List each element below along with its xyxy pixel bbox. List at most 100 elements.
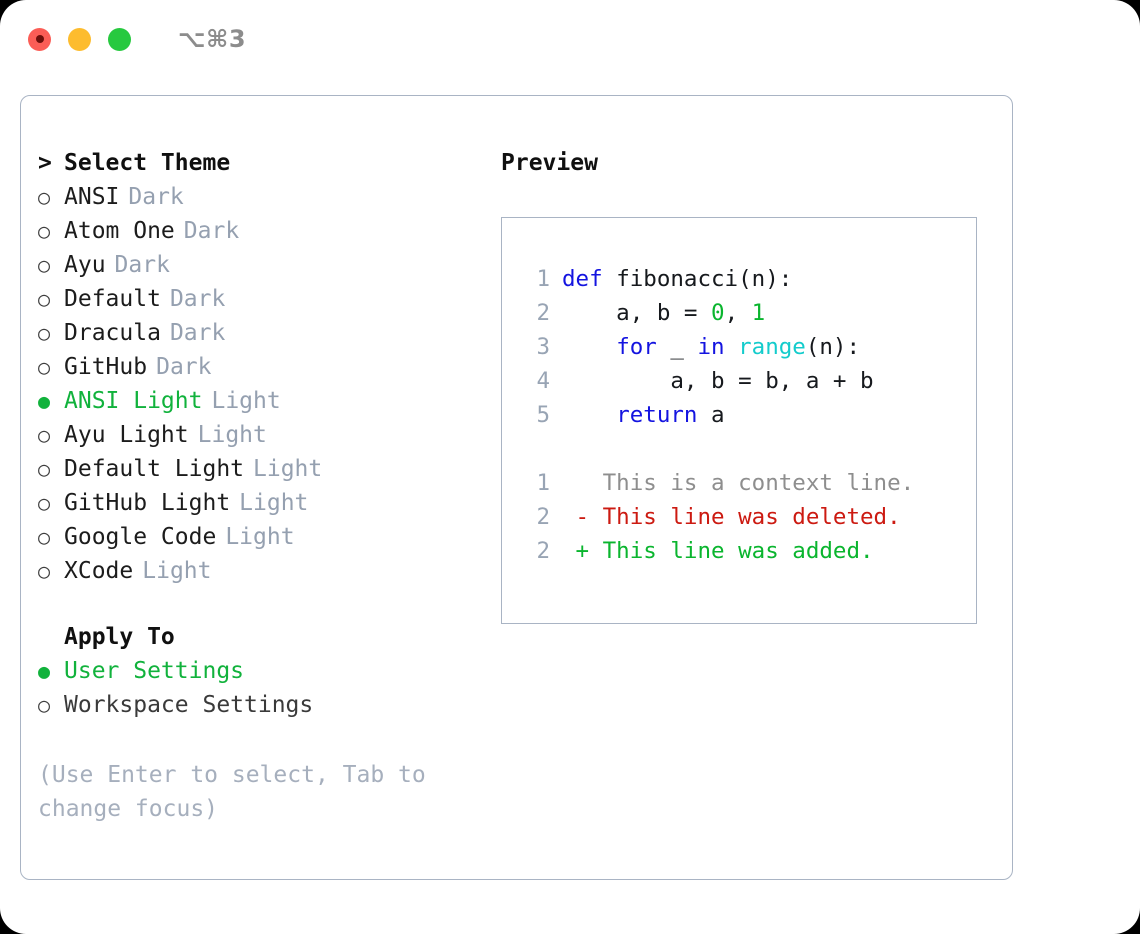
code-token-plain: a, b =	[562, 300, 712, 326]
diff-line: 2 - This line was deleted.	[522, 500, 970, 534]
theme-list-item[interactable]: ○ GitHub Light Light	[38, 486, 478, 520]
apply-to-list-item[interactable]: ● User Settings	[38, 654, 478, 688]
theme-name-label: GitHub	[64, 354, 148, 380]
theme-list-item[interactable]: ○ GitHub Dark	[38, 350, 478, 384]
code-token-plain: fibonacci(n):	[616, 266, 793, 292]
theme-name-label: Default Light	[64, 456, 245, 482]
theme-variant-label: Light	[253, 456, 323, 482]
radio-unselected-icon: ○	[38, 423, 51, 447]
maximize-window-button[interactable]	[108, 27, 131, 51]
diff-line-content: + This line was added.	[562, 538, 874, 564]
code-token-plain	[562, 334, 616, 360]
diff-line-number: 1	[536, 470, 550, 496]
radio-unselected-icon: ○	[38, 287, 51, 311]
radio-unselected-icon: ○	[38, 355, 51, 379]
code-line-content: def fibonacci(n):	[562, 262, 792, 296]
code-line: 3 for _ in range(n):	[522, 330, 970, 364]
theme-list-item[interactable]: ○ Atom One Dark	[38, 214, 478, 248]
code-line-number: 2	[536, 300, 550, 326]
theme-list-item[interactable]: ○ Dracula Dark	[38, 316, 478, 350]
code-token-num: 0	[711, 300, 725, 326]
theme-name-label: Google Code	[64, 524, 217, 550]
window-controls	[28, 27, 131, 51]
theme-variant-label: Dark	[169, 320, 226, 346]
preview-title: Preview	[501, 150, 598, 176]
theme-list-item[interactable]: ○ Google Code Light	[38, 520, 478, 554]
theme-list-item[interactable]: ○ XCode Light	[38, 554, 478, 588]
blank-marker-icon: ○	[38, 620, 64, 654]
code-token-num: 1	[751, 300, 766, 326]
theme-variant-label: Dark	[128, 184, 184, 210]
radio-unselected-icon: ○	[38, 491, 51, 515]
radio-unselected-icon: ○	[38, 321, 51, 345]
theme-name-label: ANSI	[64, 184, 120, 210]
apply-to-heading: ○ Apply To	[38, 620, 478, 654]
theme-variant-label: Light	[239, 490, 309, 516]
theme-name-label: XCode	[64, 558, 134, 584]
code-line-content: a, b = 0, 1	[562, 296, 765, 330]
minimize-window-button[interactable]	[68, 27, 91, 51]
diff-line-content: - This line was deleted.	[562, 504, 901, 530]
code-token-plain: (n):	[805, 334, 861, 360]
diff-line-number: 2	[536, 538, 550, 564]
theme-list-item[interactable]: ○ Ayu Light Light	[38, 418, 478, 452]
caret-icon: >	[38, 150, 52, 176]
theme-variant-label: Light	[197, 422, 267, 448]
radio-unselected-icon: ○	[38, 525, 51, 549]
diff-line-number: 2	[536, 504, 550, 530]
apply-to-panel: ○ Apply To ●User Settings○Workspace Sett…	[38, 620, 478, 722]
radio-unselected-icon: ○	[38, 457, 51, 481]
code-token-kw: for	[616, 334, 657, 360]
theme-variant-label: Light	[225, 524, 295, 550]
theme-list-item[interactable]: ○ ANSI Dark	[38, 180, 478, 214]
radio-unselected-icon: ○	[38, 253, 51, 277]
code-line-content: return a	[562, 398, 725, 432]
code-token-fn: range	[738, 334, 806, 360]
keyboard-shortcut-label: ⌥⌘3	[178, 25, 247, 53]
code-token-plain: a	[697, 402, 725, 428]
theme-variant-label: Dark	[156, 354, 212, 380]
theme-name-label: Ayu Light	[64, 422, 189, 448]
code-token-plain	[562, 402, 616, 428]
radio-unselected-icon: ○	[38, 693, 51, 717]
radio-unselected-icon: ○	[38, 185, 51, 209]
radio-unselected-icon: ○	[38, 219, 51, 243]
code-token-plain: _	[656, 334, 698, 360]
close-window-button[interactable]	[28, 27, 51, 51]
code-token-plain: ,	[724, 300, 752, 326]
theme-list-item[interactable]: ○ Default Light Light	[38, 452, 478, 486]
theme-variant-label: Light	[142, 558, 212, 584]
radio-unselected-icon: ○	[38, 559, 51, 583]
code-line-content: for _ in range(n):	[562, 330, 860, 364]
select-theme-heading-label: Select Theme	[64, 150, 231, 176]
theme-name-label: Dracula	[64, 320, 161, 346]
apply-to-label: User Settings	[64, 658, 245, 684]
theme-name-label: GitHub Light	[64, 490, 231, 516]
code-token-kw: def	[562, 266, 617, 292]
code-token-kw: in	[697, 334, 725, 360]
code-token-plain	[725, 334, 739, 360]
apply-to-list[interactable]: ● User Settings ○ Workspace Settings	[38, 654, 478, 722]
apply-to-label: Workspace Settings	[64, 692, 314, 718]
theme-variant-label: Dark	[183, 218, 240, 244]
select-theme-heading: > Select Theme	[38, 146, 478, 180]
diff-line: 2 + This line was added.	[522, 534, 970, 568]
theme-variant-label: Dark	[114, 252, 170, 278]
radio-selected-icon: ●	[38, 659, 51, 683]
apply-to-list-item[interactable]: ○ Workspace Settings	[38, 688, 478, 722]
radio-selected-icon: ●	[38, 389, 51, 413]
code-token-kw: return	[616, 402, 698, 428]
hint-text: (Use Enter to select, Tab to change focu…	[38, 762, 440, 822]
theme-name-label: Atom One	[64, 218, 175, 244]
titlebar: ⌥⌘3	[0, 0, 1140, 78]
